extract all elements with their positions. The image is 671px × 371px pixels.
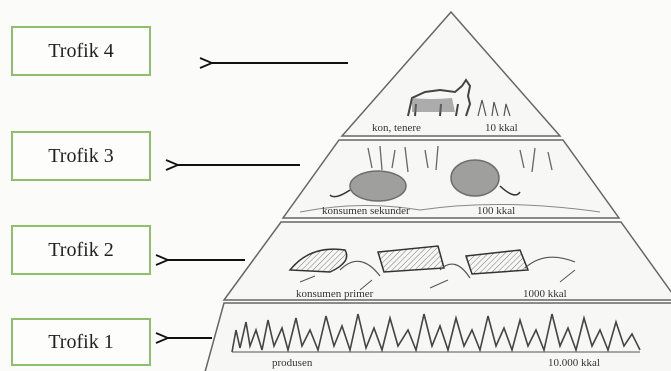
pyramid-level-4-energy: 10 kkal <box>485 122 518 134</box>
pyramid-level-2: konsumen primer 1000 kkal <box>224 222 671 300</box>
pyramid-level-4: kon, tenere 10 kkal <box>342 12 560 136</box>
pyramid-level-1-caption: produsen <box>272 357 313 369</box>
pyramid-level-3-caption: konsumen sekunder <box>322 205 410 217</box>
pyramid-level-4-caption: kon, tenere <box>372 122 421 134</box>
pyramid-level-3: konsumen sekunder 100 kkal <box>283 140 619 218</box>
pyramid-level-2-energy: 1000 kkal <box>523 288 567 300</box>
pyramid-level-2-caption: konsumen primer <box>296 288 374 300</box>
pyramid-level-3-energy: 100 kkal <box>477 205 515 217</box>
pyramid-level-1-energy: 10.000 kkal <box>548 357 600 369</box>
pyramid-level-1: produsen 10.000 kkal <box>205 303 671 371</box>
